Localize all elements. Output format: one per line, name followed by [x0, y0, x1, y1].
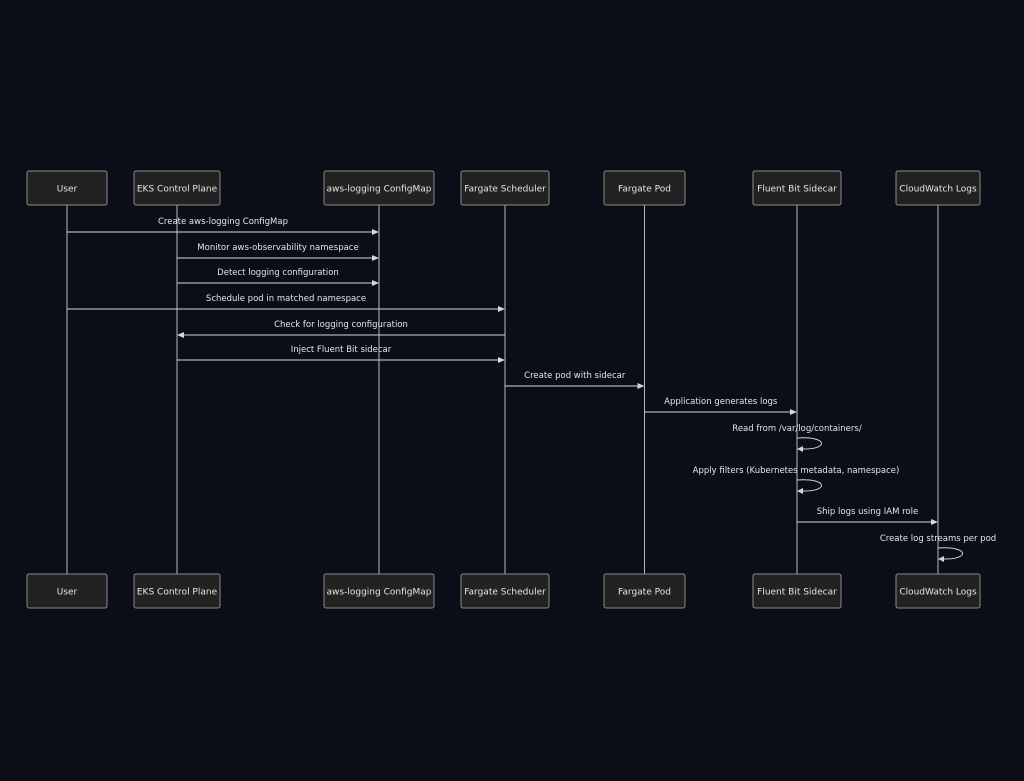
participant-cw-bottom[interactable]: CloudWatch Logs — [895, 573, 981, 609]
message-8: Application generates logs — [644, 397, 797, 415]
arrowhead-icon — [797, 446, 803, 452]
message-1: Create aws-logging ConfigMap — [67, 217, 379, 235]
participant-box — [895, 170, 981, 206]
message-label: Ship logs using IAM role — [817, 507, 918, 517]
participant-eks-bottom[interactable]: EKS Control Plane — [133, 573, 221, 609]
participant-box — [26, 573, 108, 609]
participant-label: Fargate Pod — [618, 588, 671, 598]
participant-label: Fargate Scheduler — [464, 588, 546, 598]
message-label: Read from /var/log/containers/ — [732, 424, 862, 434]
participant-label: CloudWatch Logs — [899, 185, 977, 195]
self-message-arrow — [937, 547, 963, 560]
message-6: Inject Fluent Bit sidecar — [177, 345, 505, 363]
participant-box — [460, 573, 550, 609]
participant-pod-bottom[interactable]: Fargate Pod — [603, 573, 686, 609]
message-5: Check for logging configuration — [177, 320, 505, 338]
arrowhead-icon — [177, 332, 184, 338]
participant-sched-top[interactable]: Fargate Scheduler — [460, 170, 550, 206]
arrowhead-icon — [372, 280, 379, 286]
message-label: Detect logging configuration — [217, 268, 339, 278]
self-message-arrow — [796, 479, 822, 492]
message-12: Create log streams per pod — [880, 534, 996, 562]
message-label: Schedule pod in matched namespace — [206, 294, 366, 304]
message-2: Monitor aws-observability namespace — [177, 243, 379, 261]
participant-label: Fargate Scheduler — [464, 185, 546, 195]
message-9: Read from /var/log/containers/ — [732, 424, 862, 452]
participant-label: aws-logging ConfigMap — [327, 185, 432, 195]
arrowhead-icon — [372, 255, 379, 261]
arrowhead-icon — [797, 488, 803, 494]
arrowhead-icon — [372, 229, 379, 235]
participant-box — [323, 170, 435, 206]
arrowhead-icon — [931, 519, 938, 525]
lifelines — [66, 205, 939, 574]
message-7: Create pod with sidecar — [505, 371, 645, 389]
participant-box — [133, 573, 221, 609]
message-label: Inject Fluent Bit sidecar — [291, 345, 392, 355]
arrowhead-icon — [498, 357, 505, 363]
arrowhead-icon — [498, 306, 505, 312]
participant-eks-top[interactable]: EKS Control Plane — [133, 170, 221, 206]
participant-box — [603, 170, 686, 206]
message-11: Ship logs using IAM role — [797, 507, 938, 525]
participant-user-bottom[interactable]: User — [26, 573, 108, 609]
participant-label: Fluent Bit Sidecar — [757, 588, 837, 598]
message-label: Check for logging configuration — [274, 320, 408, 330]
message-3: Detect logging configuration — [177, 268, 379, 286]
participant-box — [26, 170, 108, 206]
participant-label: Fluent Bit Sidecar — [757, 185, 837, 195]
self-message-arrow — [796, 437, 822, 450]
participant-pod-top[interactable]: Fargate Pod — [603, 170, 686, 206]
participant-label: aws-logging ConfigMap — [327, 588, 432, 598]
participant-box — [133, 170, 221, 206]
participant-user-top[interactable]: User — [26, 170, 108, 206]
message-label: Create aws-logging ConfigMap — [158, 217, 288, 227]
message-label: Create log streams per pod — [880, 534, 996, 544]
arrowhead-icon — [938, 556, 944, 562]
arrowhead-icon — [637, 383, 645, 389]
participant-cw-top[interactable]: CloudWatch Logs — [895, 170, 981, 206]
participant-label: EKS Control Plane — [137, 588, 218, 598]
participant-box — [323, 573, 435, 609]
participant-sched-bottom[interactable]: Fargate Scheduler — [460, 573, 550, 609]
message-label: Apply filters (Kubernetes metadata, name… — [693, 466, 900, 476]
participant-cm-top[interactable]: aws-logging ConfigMap — [323, 170, 435, 206]
participant-label: EKS Control Plane — [137, 185, 218, 195]
participant-fb-top[interactable]: Fluent Bit Sidecar — [752, 170, 842, 206]
message-4: Schedule pod in matched namespace — [67, 294, 505, 312]
participant-box — [752, 170, 842, 206]
participant-label: CloudWatch Logs — [899, 588, 977, 598]
participant-box — [752, 573, 842, 609]
participant-label: Fargate Pod — [618, 185, 671, 195]
message-label: Create pod with sidecar — [524, 371, 626, 381]
message-10: Apply filters (Kubernetes metadata, name… — [693, 466, 900, 494]
participant-label: User — [57, 185, 78, 195]
participant-box — [603, 573, 686, 609]
participant-fb-bottom[interactable]: Fluent Bit Sidecar — [752, 573, 842, 609]
message-label: Monitor aws-observability namespace — [197, 243, 358, 253]
arrowhead-icon — [790, 409, 797, 415]
participant-cm-bottom[interactable]: aws-logging ConfigMap — [323, 573, 435, 609]
participant-box — [460, 170, 550, 206]
participant-label: User — [57, 588, 78, 598]
participant-box — [895, 573, 981, 609]
message-label: Application generates logs — [664, 397, 778, 407]
